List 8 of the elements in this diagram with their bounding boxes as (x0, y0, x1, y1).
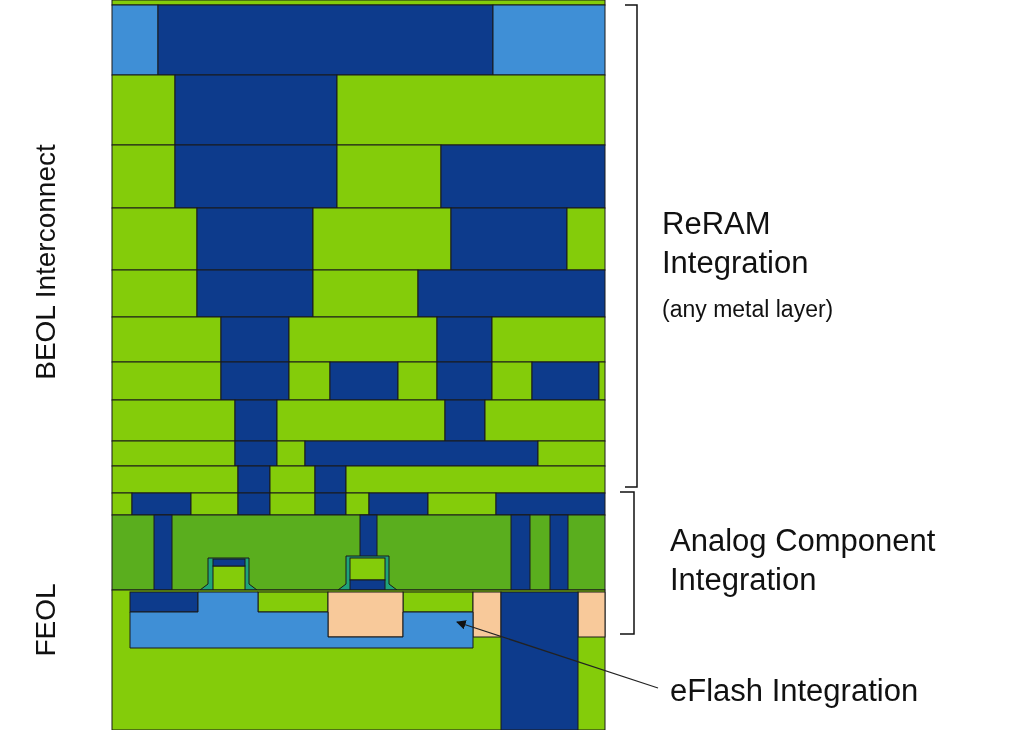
layer-label: BEOL Interconnect (28, 144, 62, 380)
note: (any metal layer) (662, 295, 834, 324)
integration-label: ReRAM Integration (662, 205, 810, 282)
layer-label: FEOL (28, 583, 62, 657)
callout-label: eFlash Integration (670, 672, 919, 711)
leader-line (456, 620, 659, 689)
flash-well-region (129, 591, 474, 649)
integration-label: Analog Component Integration (670, 522, 937, 599)
